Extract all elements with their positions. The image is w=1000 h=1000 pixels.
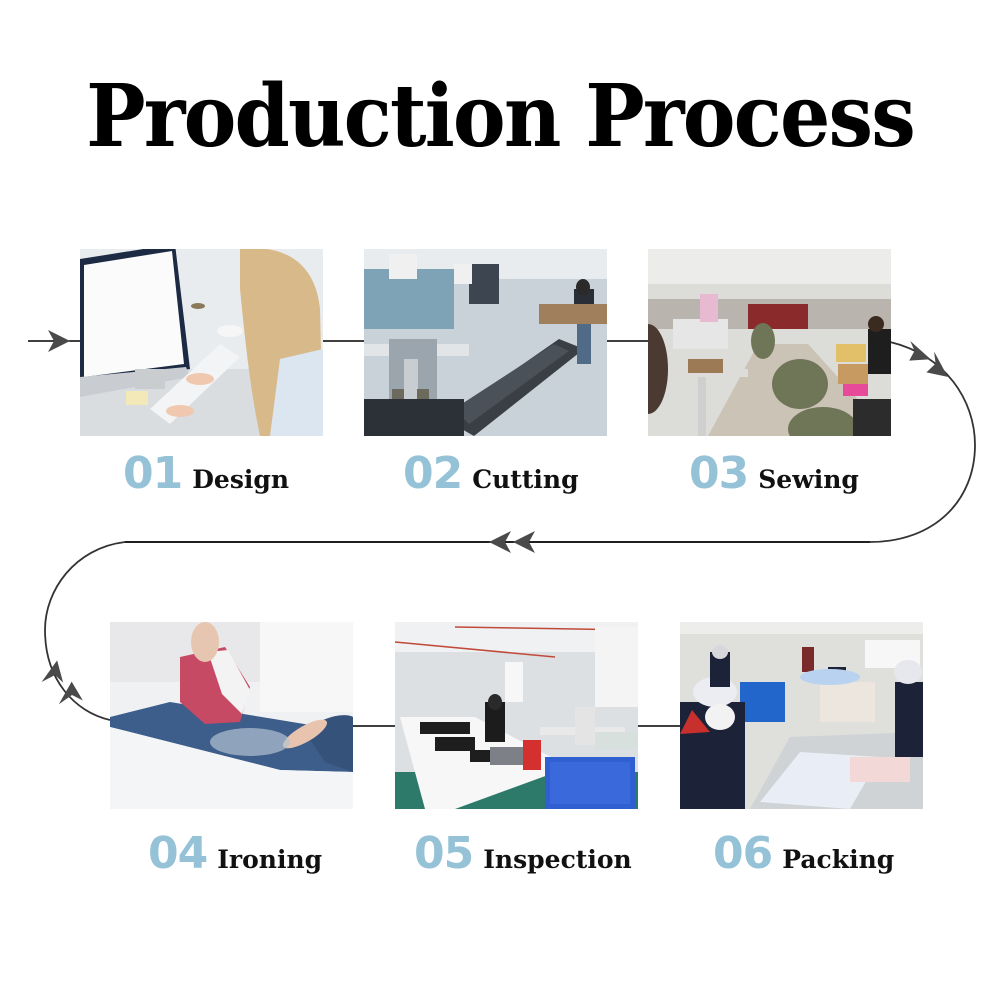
step-05-label: 05 Inspection bbox=[414, 828, 632, 879]
step-06-label: 06 Packing bbox=[713, 828, 894, 879]
left-loop-arrow-icon bbox=[41, 660, 64, 683]
right-loop-arrow-icon bbox=[926, 351, 948, 377]
step-number: 03 bbox=[689, 448, 749, 499]
step-02-photo-cutting bbox=[364, 249, 607, 436]
step-04-photo-ironing bbox=[110, 622, 353, 809]
step-name: Ironing bbox=[217, 845, 323, 874]
return-arrow-icon bbox=[489, 531, 511, 553]
right-loop-arrow-icon bbox=[909, 341, 931, 361]
step-04-label: 04 Ironing bbox=[148, 828, 322, 879]
step-number: 01 bbox=[123, 448, 183, 499]
step-name: Design bbox=[192, 465, 290, 494]
page-title: Production Process bbox=[86, 66, 916, 167]
step-01-label: 01 Design bbox=[123, 448, 289, 499]
step-03-label: 03 Sewing bbox=[689, 448, 859, 499]
step-03-photo-sewing bbox=[648, 249, 891, 436]
step-number: 02 bbox=[403, 448, 463, 499]
left-loop-arrow-icon bbox=[58, 681, 83, 705]
step-01-photo-design bbox=[80, 249, 323, 436]
step-06-photo-packing bbox=[680, 622, 923, 809]
step-number: 04 bbox=[148, 828, 208, 879]
return-arrow-icon bbox=[513, 531, 535, 553]
entry-arrow-icon bbox=[48, 330, 70, 352]
step-name: Sewing bbox=[758, 465, 859, 494]
step-name: Packing bbox=[782, 845, 895, 874]
step-number: 06 bbox=[713, 828, 773, 879]
step-name: Inspection bbox=[483, 845, 632, 874]
step-number: 05 bbox=[414, 828, 474, 879]
step-name: Cutting bbox=[472, 465, 579, 494]
step-02-label: 02 Cutting bbox=[403, 448, 579, 499]
step-05-photo-inspection bbox=[395, 622, 638, 809]
